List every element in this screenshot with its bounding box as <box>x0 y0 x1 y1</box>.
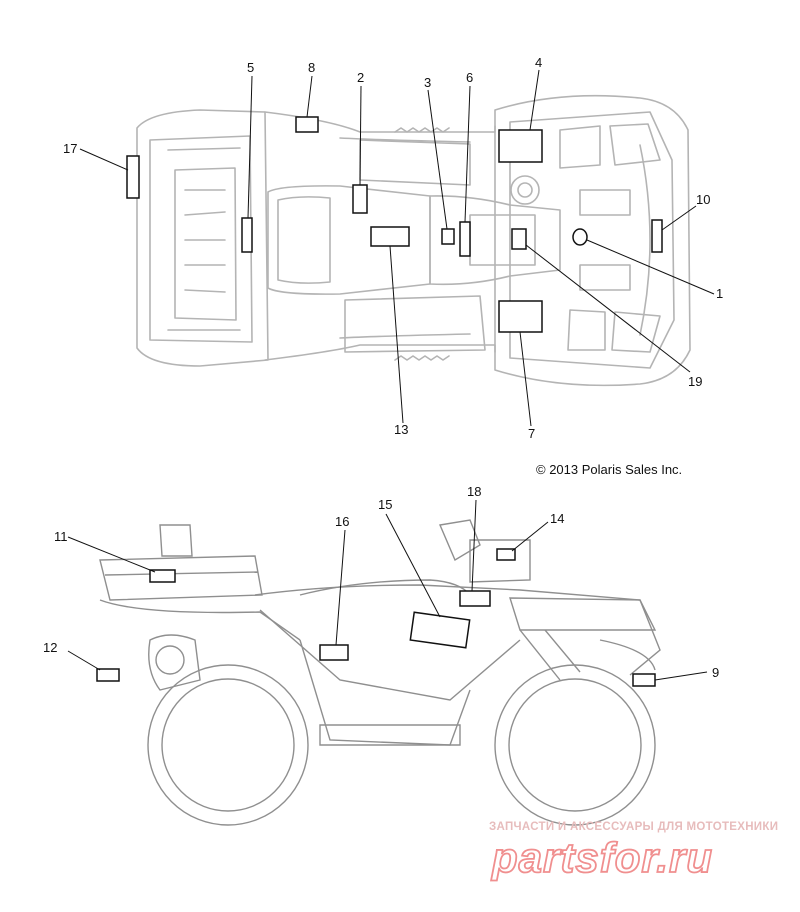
decal-6 <box>459 221 471 257</box>
callout-13: 13 <box>394 422 408 437</box>
callout-10: 10 <box>696 192 710 207</box>
decal-2 <box>352 184 368 214</box>
decal-1 <box>572 228 588 246</box>
decal-8 <box>295 116 319 133</box>
callout-5: 5 <box>247 60 254 75</box>
callout-7: 7 <box>528 426 535 441</box>
callout-6: 6 <box>466 70 473 85</box>
decal-16 <box>319 644 349 661</box>
decal-14 <box>496 548 516 561</box>
callout-1: 1 <box>716 286 723 301</box>
callout-9: 9 <box>712 665 719 680</box>
decal-13 <box>370 226 410 247</box>
callout-11: 11 <box>54 529 68 544</box>
decal-4 <box>498 129 543 163</box>
callout-12: 12 <box>43 640 57 655</box>
callout-14: 14 <box>550 511 564 526</box>
callout-numbers: 17 5 8 2 3 6 4 10 1 19 13 7 18 15 14 16 … <box>43 55 723 680</box>
atv-side-view <box>99 519 661 826</box>
decal-11 <box>149 569 176 583</box>
decal-10 <box>651 219 663 253</box>
decal-12 <box>96 668 120 682</box>
watermark: ЗАПЧАСТИ И АКСЕССУАРЫ ДЛЯ МОТОТЕХНИКИ pa… <box>489 821 778 882</box>
watermark-tagline: ЗАПЧАСТИ И АКСЕССУАРЫ ДЛЯ МОТОТЕХНИКИ <box>489 821 778 833</box>
callout-17: 17 <box>63 141 77 156</box>
decal-5 <box>241 217 253 253</box>
callout-2: 2 <box>357 70 364 85</box>
callout-3: 3 <box>424 75 431 90</box>
decal-17 <box>126 155 140 199</box>
leader-lines <box>67 69 715 681</box>
decal-19 <box>511 228 527 250</box>
decal-7 <box>498 300 543 333</box>
decal-3 <box>441 228 455 245</box>
decal-labels <box>96 116 663 687</box>
callout-15: 15 <box>378 497 392 512</box>
atv-top-view <box>136 94 691 387</box>
copyright-notice: © 2013 Polaris Sales Inc. <box>536 462 682 477</box>
callout-19: 19 <box>688 374 702 389</box>
decal-15 <box>459 590 491 607</box>
callout-18: 18 <box>467 484 481 499</box>
decal-15b <box>409 611 471 649</box>
watermark-brand: partsfor.ru <box>491 834 713 881</box>
callout-4: 4 <box>535 55 542 70</box>
callout-16: 16 <box>335 514 349 529</box>
decal-9 <box>632 673 656 687</box>
callout-8: 8 <box>308 60 315 75</box>
